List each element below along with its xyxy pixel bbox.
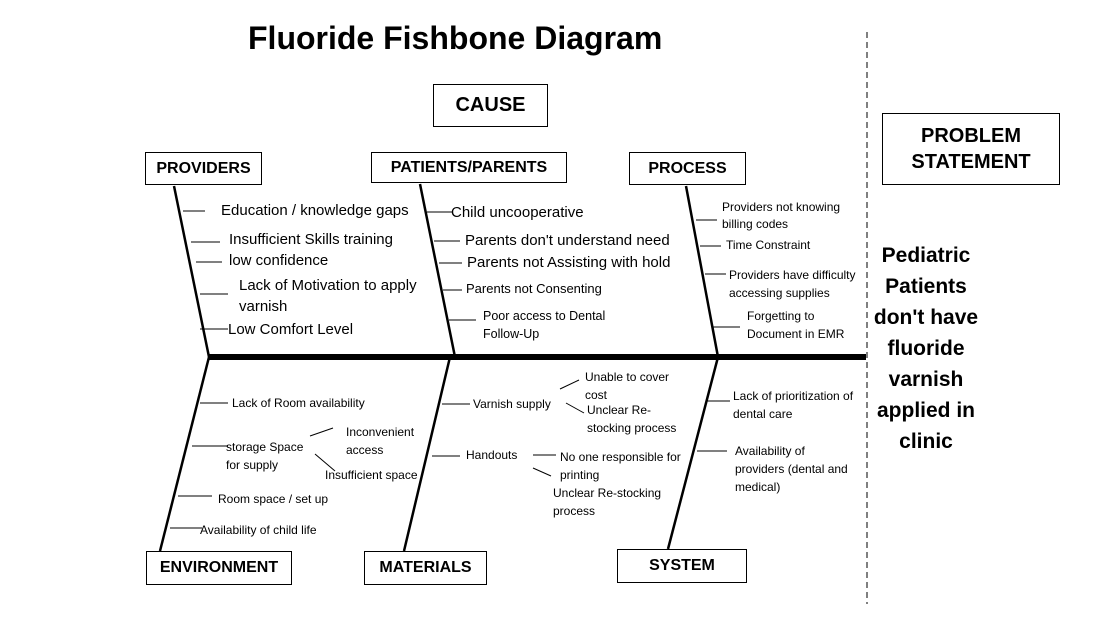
tick-e4 [314,453,336,472]
bone-process [684,185,720,358]
cause-materials-cost: Unable to cover cost [585,370,670,402]
cause-patients-5: Poor access to Dental Follow-Up [483,309,606,341]
category-providers: PROVIDERS [145,152,262,185]
cause-system-2: Availability of providers (dental and me… [735,444,848,494]
cause-patients-4: Parents not Consenting [466,281,602,296]
cause-process-4: Forgetting to Document in EMR [747,309,845,341]
category-process: PROCESS [629,152,746,185]
cause-environment-roomspace: Room space / set up [218,492,329,506]
bone-environment [158,356,211,552]
category-system-label: SYSTEM [649,557,715,574]
cause-environment-insufficient: Insufficient space [325,468,418,482]
category-environment-label: ENVIRONMENT [159,559,279,576]
bone-materials [402,356,452,552]
cause-providers-5: Low Comfort Level [228,321,354,338]
bone-patients [418,183,457,358]
cause-environment-inconvenient: Inconvenient access [346,425,415,457]
category-materials-label: MATERIALS [379,559,472,576]
cause-patients-3: Parents not Assisting with hold [467,254,671,271]
cause-patients-1: Child uncooperative [451,204,584,221]
cause-patients-2: Parents don't understand need [465,232,670,249]
problem-statement-text: Pediatric Patients don't have fluoride v… [873,244,979,453]
cause-label: CAUSE [455,94,526,116]
cause-providers-3: low confidence [229,252,329,269]
category-patients: PATIENTS/PARENTS [371,152,567,183]
cause-materials-printing: No one responsible for printing [560,450,681,482]
category-system: SYSTEM [617,549,747,583]
cause-materials-varnish: Varnish supply [473,397,551,411]
tick-m2 [559,379,580,390]
category-materials: MATERIALS [364,551,487,585]
cause-materials-handouts: Handouts [466,448,518,462]
category-providers-label: PROVIDERS [156,159,251,177]
category-process-label: PROCESS [648,159,727,177]
cause-providers-4: Lack of Motivation to apply varnish [239,277,417,315]
cause-environment-childlife: Availability of child life [200,523,317,537]
problem-statement-label: PROBLEM STATEMENT [911,125,1031,173]
cause-process-1: Providers not knowing billing codes [722,200,841,231]
tick-e3 [309,427,334,437]
cause-box: CAUSE [433,84,548,127]
cause-environment-room: Lack of Room availability [232,396,365,410]
cause-process-2: Time Constraint [726,238,811,252]
bone-providers [172,185,211,358]
category-patients-label: PATIENTS/PARENTS [390,158,548,176]
cause-environment-storage: storage Space for supply [226,440,304,472]
category-environment: ENVIRONMENT [146,551,292,585]
tick-m3 [565,402,585,414]
page-title: Fluoride Fishbone Diagram [248,20,663,56]
tick-m6 [532,467,552,477]
bone-system [666,356,720,550]
cause-process-3: Providers have difficulty accessing supp… [729,268,856,300]
cause-providers-2: Insufficient Skills training [229,231,393,248]
cause-providers-1: Education / knowledge gaps [221,202,409,219]
problem-statement-box: PROBLEM STATEMENT [882,113,1060,185]
cause-materials-restock2: Unclear Re-stocking process [553,486,662,518]
cause-materials-restock: Unclear Re-stocking process [587,403,677,435]
cause-system-1: Lack of prioritization of dental care [733,389,854,421]
